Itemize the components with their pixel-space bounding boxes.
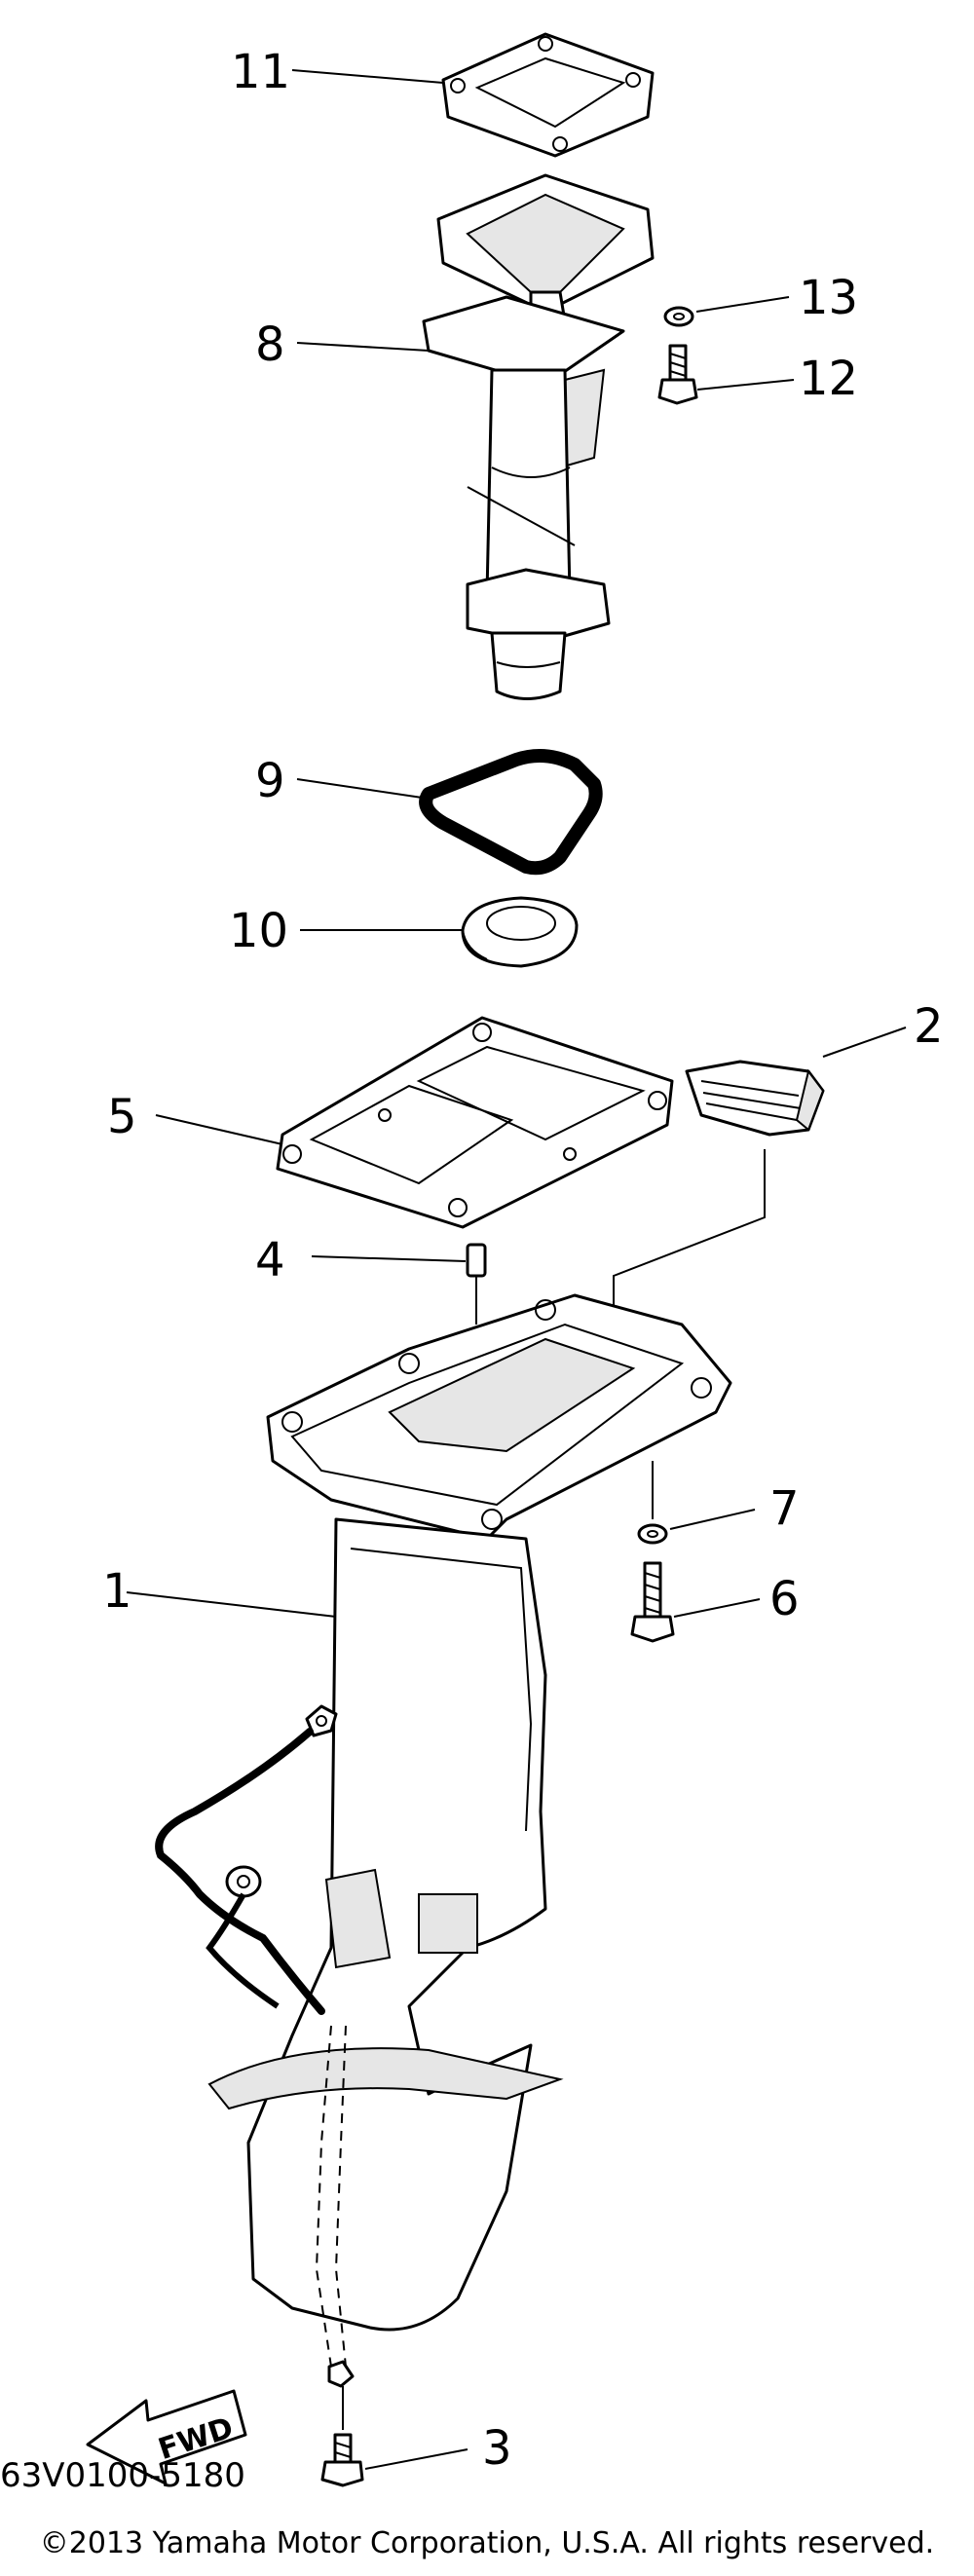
part-9-seal	[419, 749, 603, 876]
callout-3: 3	[482, 2421, 512, 2476]
callout-6: 6	[769, 1572, 800, 1626]
ground-lead-wire	[155, 1704, 355, 2388]
part-1-upper-casing	[207, 1293, 732, 2368]
callout-8: 8	[255, 317, 285, 372]
callout-4: 4	[255, 1233, 285, 1288]
leader-12	[696, 379, 795, 391]
part-5-gasket	[276, 1016, 674, 1229]
part-4-dowel-pin	[466, 1243, 487, 1325]
callout-7: 7	[769, 1481, 800, 1536]
part-11-gasket	[441, 32, 655, 158]
callout-13: 13	[799, 271, 858, 325]
leader-4	[311, 1255, 467, 1262]
leader-5	[155, 1114, 283, 1145]
copyright-notice: ©2013 Yamaha Motor Corporation, U.S.A. A…	[39, 2526, 935, 2560]
leader-11	[291, 69, 444, 84]
part-13-washer	[663, 306, 694, 327]
callout-5: 5	[107, 1090, 137, 1144]
leader-3	[364, 2448, 468, 2470]
part-12-bolt	[657, 344, 698, 405]
leader-9	[296, 778, 430, 800]
part-2-cover	[685, 1060, 825, 1137]
callout-10: 10	[229, 904, 288, 958]
leader-2	[822, 1027, 907, 1058]
callout-12: 12	[799, 352, 858, 406]
callout-9: 9	[255, 754, 285, 808]
callout-11: 11	[231, 45, 290, 99]
part-10-rubber-seal	[461, 896, 579, 968]
callout-1: 1	[102, 1564, 132, 1619]
part-7-washer	[637, 1523, 668, 1545]
leader-6	[673, 1598, 761, 1618]
leader-7	[669, 1509, 756, 1530]
leader-8	[296, 342, 430, 352]
diagram-part-code: 63V0100-5180	[0, 2456, 245, 2495]
part-8-exhaust-guide	[422, 173, 655, 700]
part-3-bolt	[320, 2433, 364, 2487]
part-6-bolt	[630, 1561, 675, 1643]
leader-13	[695, 296, 790, 313]
leader-1	[126, 1591, 337, 1618]
callout-2: 2	[914, 999, 944, 1054]
